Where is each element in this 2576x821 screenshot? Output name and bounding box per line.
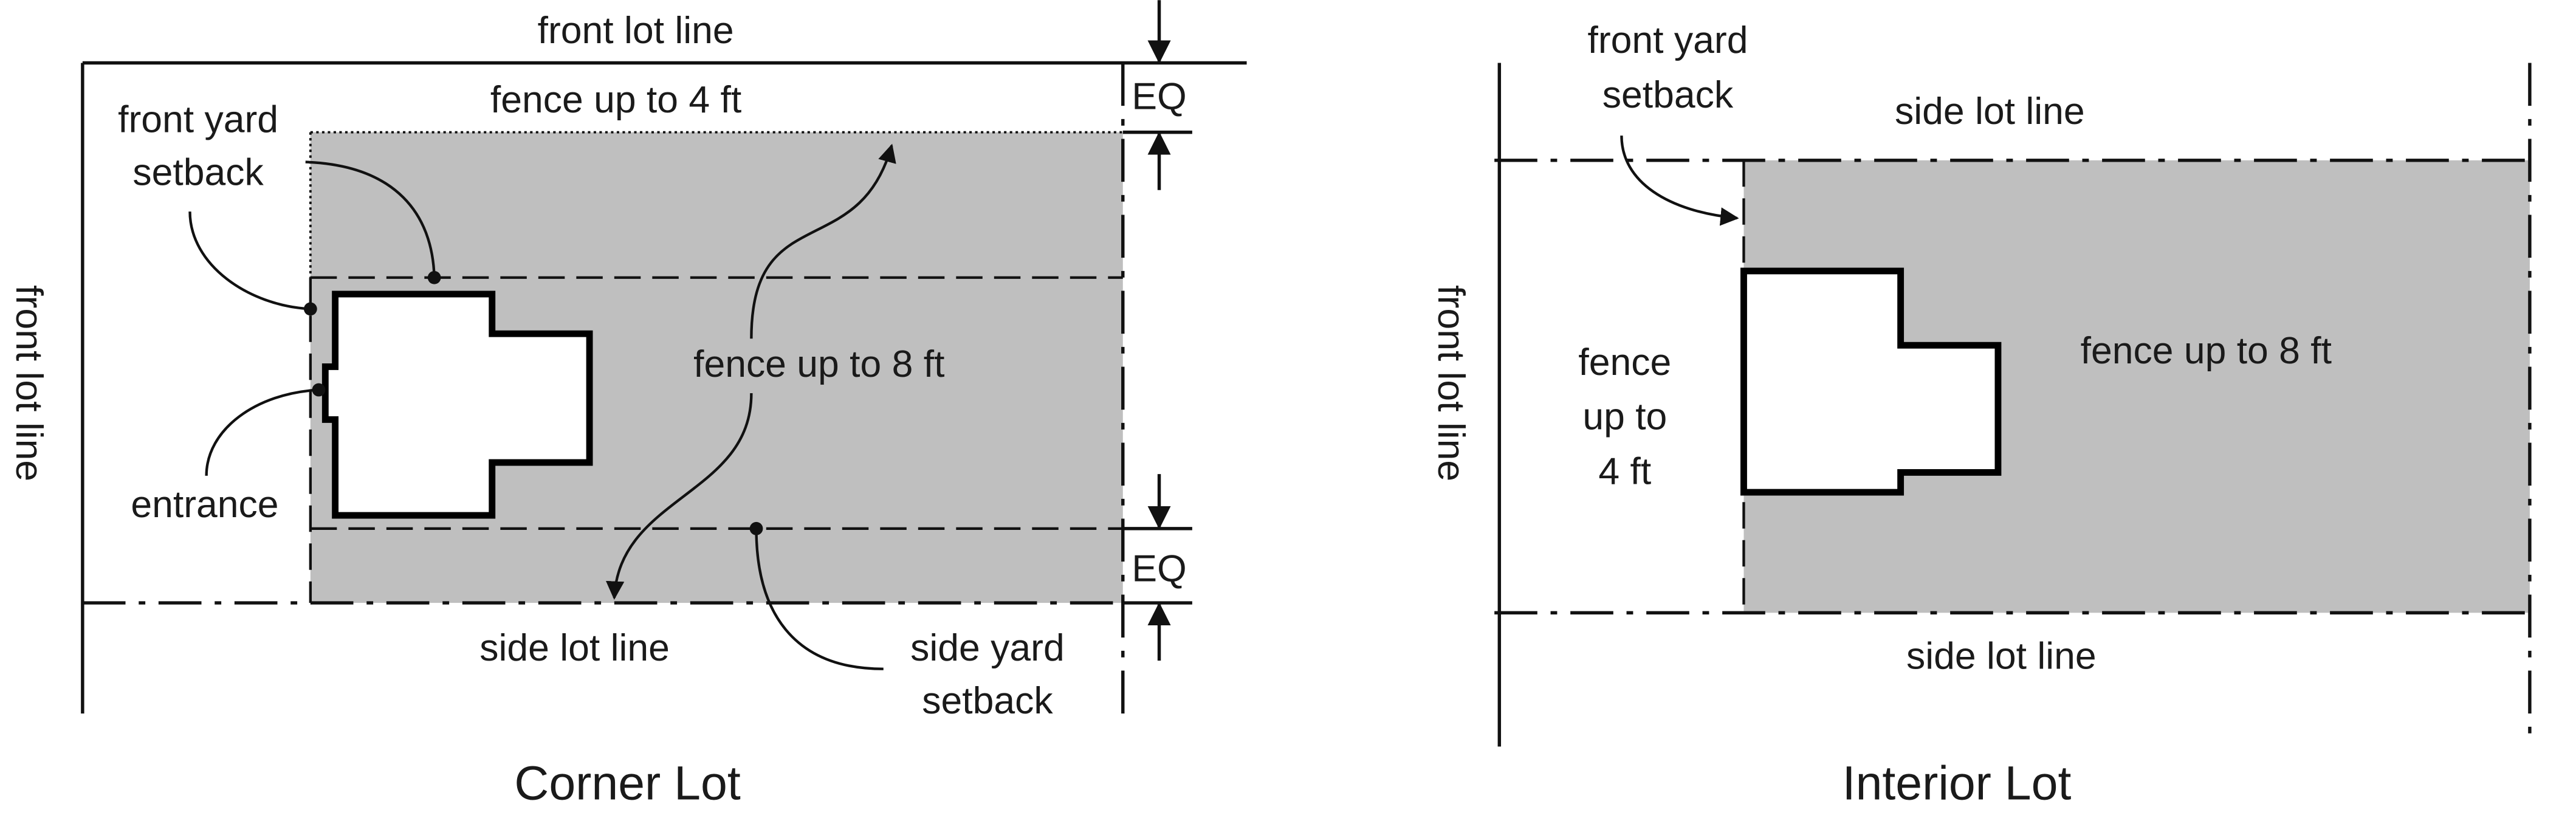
fence-4ft-label: fence up to 4 ft — [490, 78, 741, 121]
side-lot-line-label: side lot line — [1906, 635, 2097, 678]
fence-4ft-label: fence — [1578, 341, 1671, 383]
eq-label: EQ — [1132, 75, 1186, 118]
front-lot-line-label: front lot line — [538, 9, 734, 52]
side-yard-setback-label: side yard — [910, 627, 1065, 669]
side-yard-setback-label: setback — [922, 679, 1053, 722]
fence-4ft-label: up to — [1582, 396, 1667, 438]
leader-dot — [427, 270, 441, 284]
front-yard-setback-label: front yard — [118, 98, 278, 141]
front-lot-line-vertical-label: front lot line — [8, 285, 50, 481]
front-lot-line-vertical-label: front lot line — [1430, 285, 1472, 481]
interior-lot-title: Interior Lot — [1843, 756, 2072, 809]
eq-label: EQ — [1132, 548, 1186, 590]
fence-4ft-label: 4 ft — [1598, 450, 1651, 492]
front-yard-setback-label: setback — [132, 151, 264, 194]
side-lot-line-label: side lot line — [1895, 90, 2085, 132]
corner-lot-title: Corner Lot — [514, 756, 740, 809]
front-yard-setback-label: setback — [1602, 74, 1734, 116]
entrance-label: entrance — [131, 483, 278, 526]
fence-8ft-arrow-down — [605, 393, 753, 600]
front-yard-setback-arrow — [1620, 136, 1739, 226]
fence-8ft-arrow-up — [750, 143, 896, 339]
side-lot-line-label: side lot line — [479, 627, 670, 669]
leader-dot — [312, 383, 326, 397]
entrance-leader — [205, 388, 319, 476]
front-yard-setback-leader-2 — [188, 211, 311, 311]
interior-lot-diagram: front yard setback side lot line fence u… — [1430, 19, 2532, 809]
house-footprint — [321, 290, 593, 519]
leader-dot — [749, 521, 763, 535]
front-yard-setback-label: front yard — [1588, 19, 1748, 61]
fence-8ft-label: fence up to 8 ft — [2081, 329, 2332, 372]
side-yard-setback-leader — [755, 528, 884, 670]
corner-lot-diagram: front lot line fence up to 4 ft EQ EQ fr… — [8, 0, 1247, 809]
leader-dot — [303, 302, 317, 316]
front-yard-setback-leader — [305, 160, 436, 278]
fence-8ft-label: fence up to 8 ft — [693, 343, 944, 385]
house-footprint — [1740, 267, 2002, 496]
